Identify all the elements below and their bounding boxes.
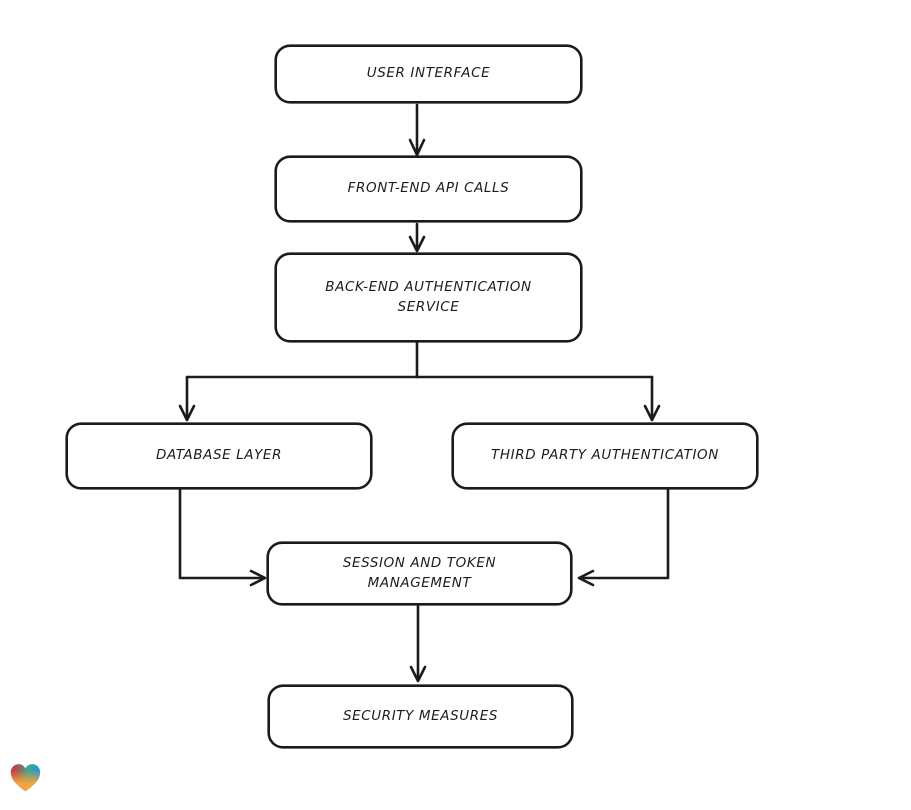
node-front-end-api-calls: FRONT-END API CALLS <box>275 156 582 222</box>
node-session-and-token-management: SESSION AND TOKEN MANAGEMENT <box>267 542 572 605</box>
node-label: FRONT-END API CALLS <box>347 180 510 197</box>
node-database-layer: DATABASE LAYER <box>66 423 372 489</box>
edge-database-to-session <box>178 488 267 587</box>
node-label: DATABASE LAYER <box>155 447 283 464</box>
node-label: USER INTERFACE <box>366 65 491 82</box>
node-label: BACK-END AUTHENTICATION SERVICE <box>325 278 532 315</box>
node-security-measures: SECURITY MEASURES <box>268 685 573 748</box>
edge-third-party-to-session <box>577 488 670 587</box>
node-label: SECURITY MEASURES <box>342 707 499 724</box>
node-label: SESSION AND TOKEN MANAGEMENT <box>342 554 497 591</box>
node-back-end-authentication-service: BACK-END AUTHENTICATION SERVICE <box>275 253 582 342</box>
node-label: THIRD PARTY AUTHENTICATION <box>491 447 719 464</box>
edge-back-end-split <box>178 341 661 422</box>
gradient-heart-icon <box>9 761 42 795</box>
node-third-party-authentication: THIRD PARTY AUTHENTICATION <box>452 423 758 489</box>
edge-front-end-to-back-end <box>408 222 426 253</box>
node-user-interface: USER INTERFACE <box>275 45 582 103</box>
edge-user-interface-to-front-end <box>408 103 426 157</box>
edge-session-to-security <box>409 604 427 683</box>
